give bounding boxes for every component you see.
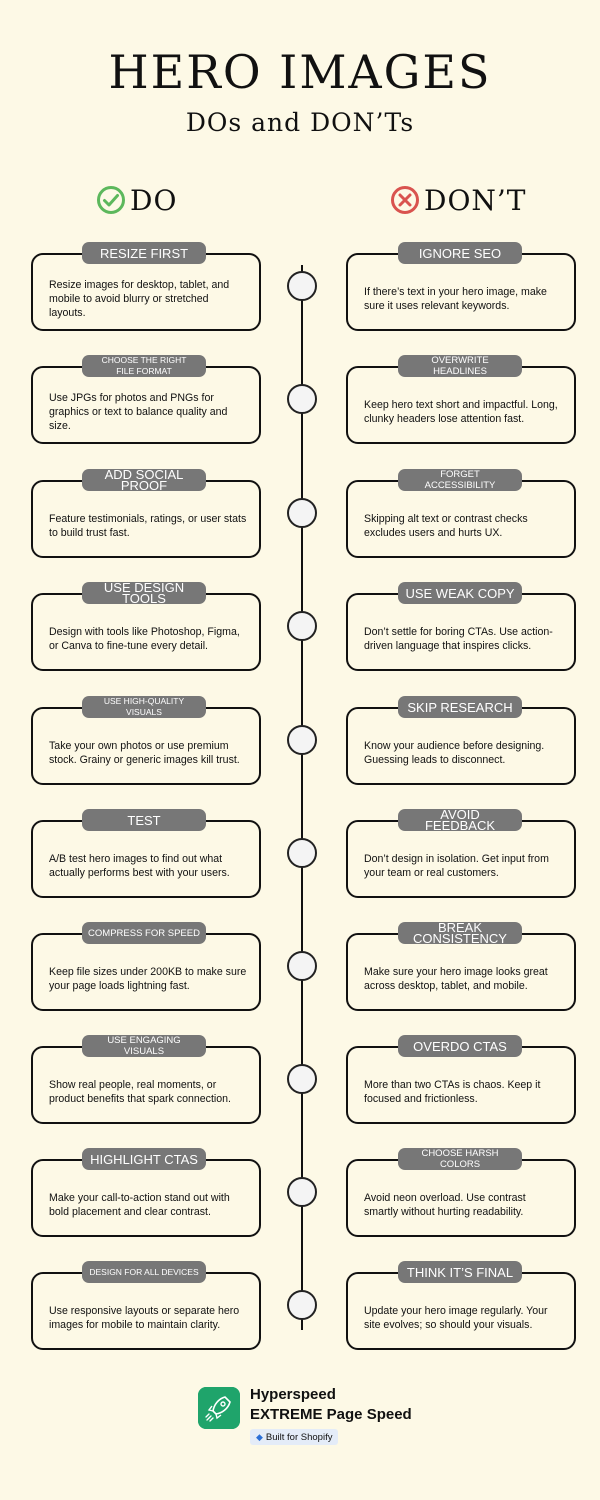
do-column-heading: DO [96,180,177,220]
timeline-node [287,384,317,414]
do-card-text: Show real people, real moments, or produ… [49,1079,231,1105]
diamond-icon: ◆ [256,1431,263,1442]
dont-card-text: If there’s text in your hero image, make… [364,286,547,312]
do-card-text: Use JPGs for photos and PNGs for graphic… [49,392,228,432]
rocket-icon [198,1387,240,1429]
dont-card: Know your audience before designing. Gue… [346,707,576,785]
dont-card-text: Avoid neon overload. Use contrast smartl… [364,1192,526,1218]
dont-card-text: Keep hero text short and impactful. Long… [364,399,558,425]
page-title: HERO IMAGES [108,45,492,99]
dont-card-text: Don’t settle for boring CTAs. Use action… [364,626,553,652]
badge-text: Built for Shopify [265,1431,333,1443]
dont-card: Keep hero text short and impactful. Long… [346,366,576,444]
brand-name: Hyperspeed [250,1386,336,1403]
do-label: COMPRESS FOR SPEED [82,922,206,944]
do-card: Make your call-to-action stand out with … [31,1159,261,1237]
check-circle-icon [97,186,125,214]
do-card-text: Take your own photos or use premium stoc… [49,740,240,766]
do-card: Take your own photos or use premium stoc… [31,707,261,785]
dont-card-text: Make sure your hero image looks great ac… [364,966,548,992]
do-card-text: Make your call-to-action stand out with … [49,1192,230,1218]
do-card: Design with tools like Photoshop, Figma,… [31,593,261,671]
timeline-node [287,1064,317,1094]
dont-label: SKIP RESEARCH [398,696,522,718]
do-label: RESIZE FIRST [82,242,206,264]
dont-card: More than two CTAs is chaos. Keep it foc… [346,1046,576,1124]
timeline-node [287,498,317,528]
brand-tagline: EXTREME Page Speed [250,1406,412,1423]
do-card-text: A/B test hero images to find out what ac… [49,853,230,879]
timeline-node [287,1290,317,1320]
shopify-badge: ◆ Built for Shopify [250,1429,339,1445]
dont-card-text: More than two CTAs is chaos. Keep it foc… [364,1079,541,1105]
do-card: A/B test hero images to find out what ac… [31,820,261,898]
dont-card: Avoid neon overload. Use contrast smartl… [346,1159,576,1237]
timeline-line [301,265,303,1330]
do-label: USE DESIGN TOOLS [82,581,206,605]
do-card: Keep file sizes under 200KB to make sure… [31,933,261,1011]
dont-heading-text: DON’T [424,183,527,217]
dont-card-text: Skipping alt text or contrast checks exc… [364,513,528,539]
timeline-node [287,725,317,755]
page-subtitle: DOs and DON’Ts [185,108,415,137]
dont-card-text: Know your audience before designing. Gue… [364,740,545,766]
dont-card: Don’t settle for boring CTAs. Use action… [346,593,576,671]
do-card-text: Resize images for desktop, tablet, and m… [49,279,230,319]
do-label: TEST [82,809,206,831]
do-card: Show real people, real moments, or produ… [31,1046,261,1124]
dont-card: Make sure your hero image looks great ac… [346,933,576,1011]
dont-label: IGNORE SEO [398,242,522,264]
dont-label: CHOOSE HARSH COLORS [398,1148,522,1170]
do-card-text: Feature testimonials, ratings, or user s… [49,513,247,539]
do-card-text: Design with tools like Photoshop, Figma,… [49,626,240,652]
do-label: USE ENGAGING VISUALS [82,1035,206,1057]
do-card-text: Use responsive layouts or separate hero … [49,1305,240,1331]
dont-label: OVERDO CTAS [398,1035,522,1057]
do-heading-text: DO [130,183,178,217]
dont-card: Skipping alt text or contrast checks exc… [346,480,576,558]
do-card: Resize images for desktop, tablet, and m… [31,253,261,331]
timeline-node [287,951,317,981]
do-label: DESIGN FOR ALL DEVICES [82,1261,206,1283]
timeline-node [287,271,317,301]
dont-card-text: Update your hero image regularly. Your s… [364,1305,548,1331]
dont-card: Don’t design in isolation. Get input fro… [346,820,576,898]
dont-label: FORGET ACCESSIBILITY [398,469,522,491]
dont-label: AVOID FEEDBACK [398,808,522,832]
dont-column-heading: DON’T [390,180,526,220]
do-label: CHOOSE THE RIGHT FILE FORMAT [82,355,206,377]
do-card: Use JPGs for photos and PNGs for graphic… [31,366,261,444]
do-label: ADD SOCIAL PROOF [82,468,206,492]
x-circle-icon [391,186,419,214]
dont-label: OVERWRITE HEADLINES [398,355,522,377]
dont-label: USE WEAK COPY [398,582,522,604]
timeline-node [287,838,317,868]
do-label: USE HIGH-QUALITY VISUALS [82,696,206,718]
dont-card: If there’s text in your hero image, make… [346,253,576,331]
dont-label: THINK IT’S FINAL [398,1261,522,1283]
timeline-node [287,1177,317,1207]
do-card: Use responsive layouts or separate hero … [31,1272,261,1350]
do-card-text: Keep file sizes under 200KB to make sure… [49,966,247,992]
timeline-node [287,611,317,641]
dont-card: Update your hero image regularly. Your s… [346,1272,576,1350]
dont-label: BREAK CONSISTENCY [398,921,522,945]
dont-card-text: Don’t design in isolation. Get input fro… [364,853,549,879]
do-label: HIGHLIGHT CTAS [82,1148,206,1170]
